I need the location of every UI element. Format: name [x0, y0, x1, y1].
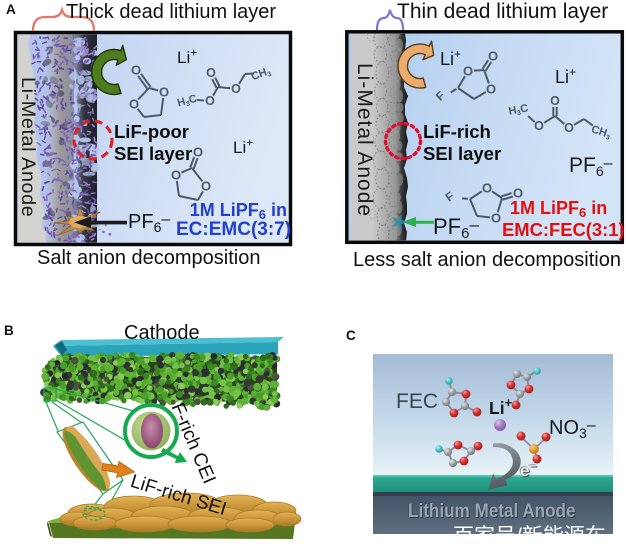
svg-text:O: O [206, 66, 216, 80]
svg-text:O: O [159, 85, 169, 100]
svg-text:O: O [171, 168, 181, 183]
svg-text:O: O [564, 121, 574, 135]
svg-text:H3C: H3C [508, 102, 530, 118]
svg-text:O: O [486, 82, 496, 97]
svg-text:O: O [205, 94, 215, 108]
svg-text:O: O [463, 64, 473, 79]
svg-text:O: O [201, 179, 211, 194]
svg-text:O: O [488, 49, 498, 64]
svg-text:O: O [129, 97, 139, 112]
svg-text:O: O [513, 186, 523, 201]
svg-text:O: O [534, 119, 544, 133]
svg-text:O: O [491, 211, 501, 226]
svg-text:O: O [550, 94, 560, 108]
svg-text:O: O [193, 145, 203, 160]
svg-text:O: O [131, 63, 141, 78]
svg-text:O: O [231, 82, 241, 96]
svg-text:O: O [482, 181, 492, 196]
